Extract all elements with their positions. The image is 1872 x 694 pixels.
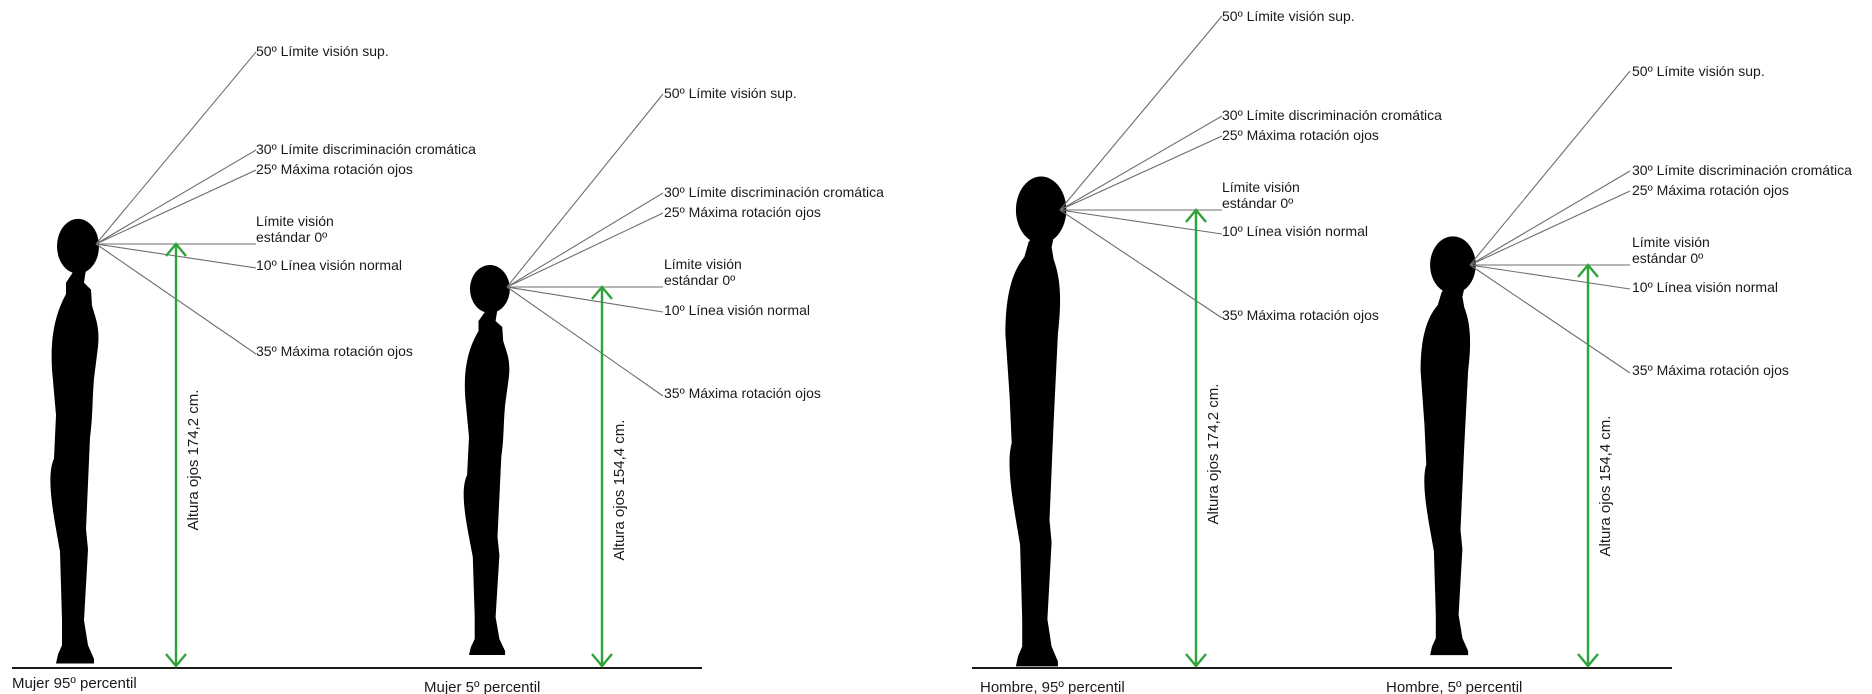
label-25-eye-rotation: 25º Máxima rotación ojos: [1632, 182, 1789, 198]
label-30-color-limit: 30º Límite discriminación cromática: [664, 184, 884, 200]
label-standard-line-1: Límite visión: [1222, 179, 1300, 195]
label-standard-line-2: estándar 0º: [1632, 250, 1703, 266]
panel-hombre-5: Altura ojos 154,4 cm. 50º Límite visión …: [1386, 63, 1852, 694]
label-standard-line-2: estándar 0º: [1222, 195, 1293, 211]
label-25-eye-rotation: 25º Máxima rotación ojos: [256, 161, 413, 177]
label-50-upper-limit: 50º Límite visión sup.: [1632, 63, 1765, 79]
sight-rays: [507, 94, 663, 396]
panel-caption: Hombre, 95º percentil: [980, 679, 1125, 694]
label-50-upper-limit: 50º Límite visión sup.: [256, 43, 389, 59]
female-figure-tall: [50, 219, 99, 664]
label-30-color-limit: 30º Límite discriminación cromática: [256, 141, 476, 157]
label-35-eye-rotation: 35º Máxima rotación ojos: [664, 385, 821, 401]
eye-height-arrow: [166, 244, 186, 666]
panel-caption: Mujer 95º percentil: [12, 675, 137, 692]
eye-height-arrow: [1186, 210, 1206, 666]
sight-rays: [1470, 71, 1630, 373]
label-25-eye-rotation: 25º Máxima rotación ojos: [1222, 127, 1379, 143]
label-30-color-limit: 30º Límite discriminación cromática: [1632, 162, 1852, 178]
label-35-eye-rotation: 35º Máxima rotación ojos: [1222, 307, 1379, 323]
label-25-eye-rotation: 25º Máxima rotación ojos: [664, 204, 821, 220]
label-50-upper-limit: 50º Límite visión sup.: [664, 85, 797, 101]
label-10-normal-line: 10º Línea visión normal: [1222, 223, 1368, 239]
label-10-normal-line: 10º Línea visión normal: [664, 302, 810, 318]
panel-mujer-5: Altura ojos 154,4 cm. 50º Límite visión …: [424, 85, 884, 694]
label-35-eye-rotation: 35º Máxima rotación ojos: [256, 343, 413, 359]
label-standard-line-1: Límite visión: [256, 213, 334, 229]
label-35-eye-rotation: 35º Máxima rotación ojos: [1632, 362, 1789, 378]
sight-rays: [1060, 16, 1222, 318]
panel-mujer-95: Altura ojos 174,2 cm. 50º Límite visión …: [12, 43, 476, 692]
male-figure-short: [1421, 236, 1476, 655]
label-30-color-limit: 30º Límite discriminación cromática: [1222, 107, 1442, 123]
panel-hombre-95: Altura ojos 174,2 cm. 50º Límite visión …: [980, 8, 1442, 694]
label-standard-line-2: estándar 0º: [256, 229, 327, 245]
panel-caption: Hombre, 5º percentil: [1386, 679, 1522, 694]
height-label: Altura ojos 174,2 cm.: [1205, 384, 1222, 525]
panel-caption: Mujer 5º percentil: [424, 679, 540, 694]
label-standard-line-1: Límite visión: [664, 256, 742, 272]
female-figure-short: [464, 265, 510, 655]
eye-height-arrow: [592, 287, 612, 666]
male-figure-tall: [1005, 177, 1066, 667]
height-label: Altura ojos 154,4 cm.: [1597, 416, 1614, 557]
eye-height-arrow: [1578, 265, 1598, 666]
label-standard-line-1: Límite visión: [1632, 234, 1710, 250]
label-10-normal-line: 10º Línea visión normal: [1632, 279, 1778, 295]
label-10-normal-line: 10º Línea visión normal: [256, 257, 402, 273]
height-label: Altura ojos 154,4 cm.: [611, 420, 628, 561]
label-standard-line-2: estándar 0º: [664, 272, 735, 288]
label-50-upper-limit: 50º Límite visión sup.: [1222, 8, 1355, 24]
height-label: Altura ojos 174,2 cm.: [185, 390, 202, 531]
